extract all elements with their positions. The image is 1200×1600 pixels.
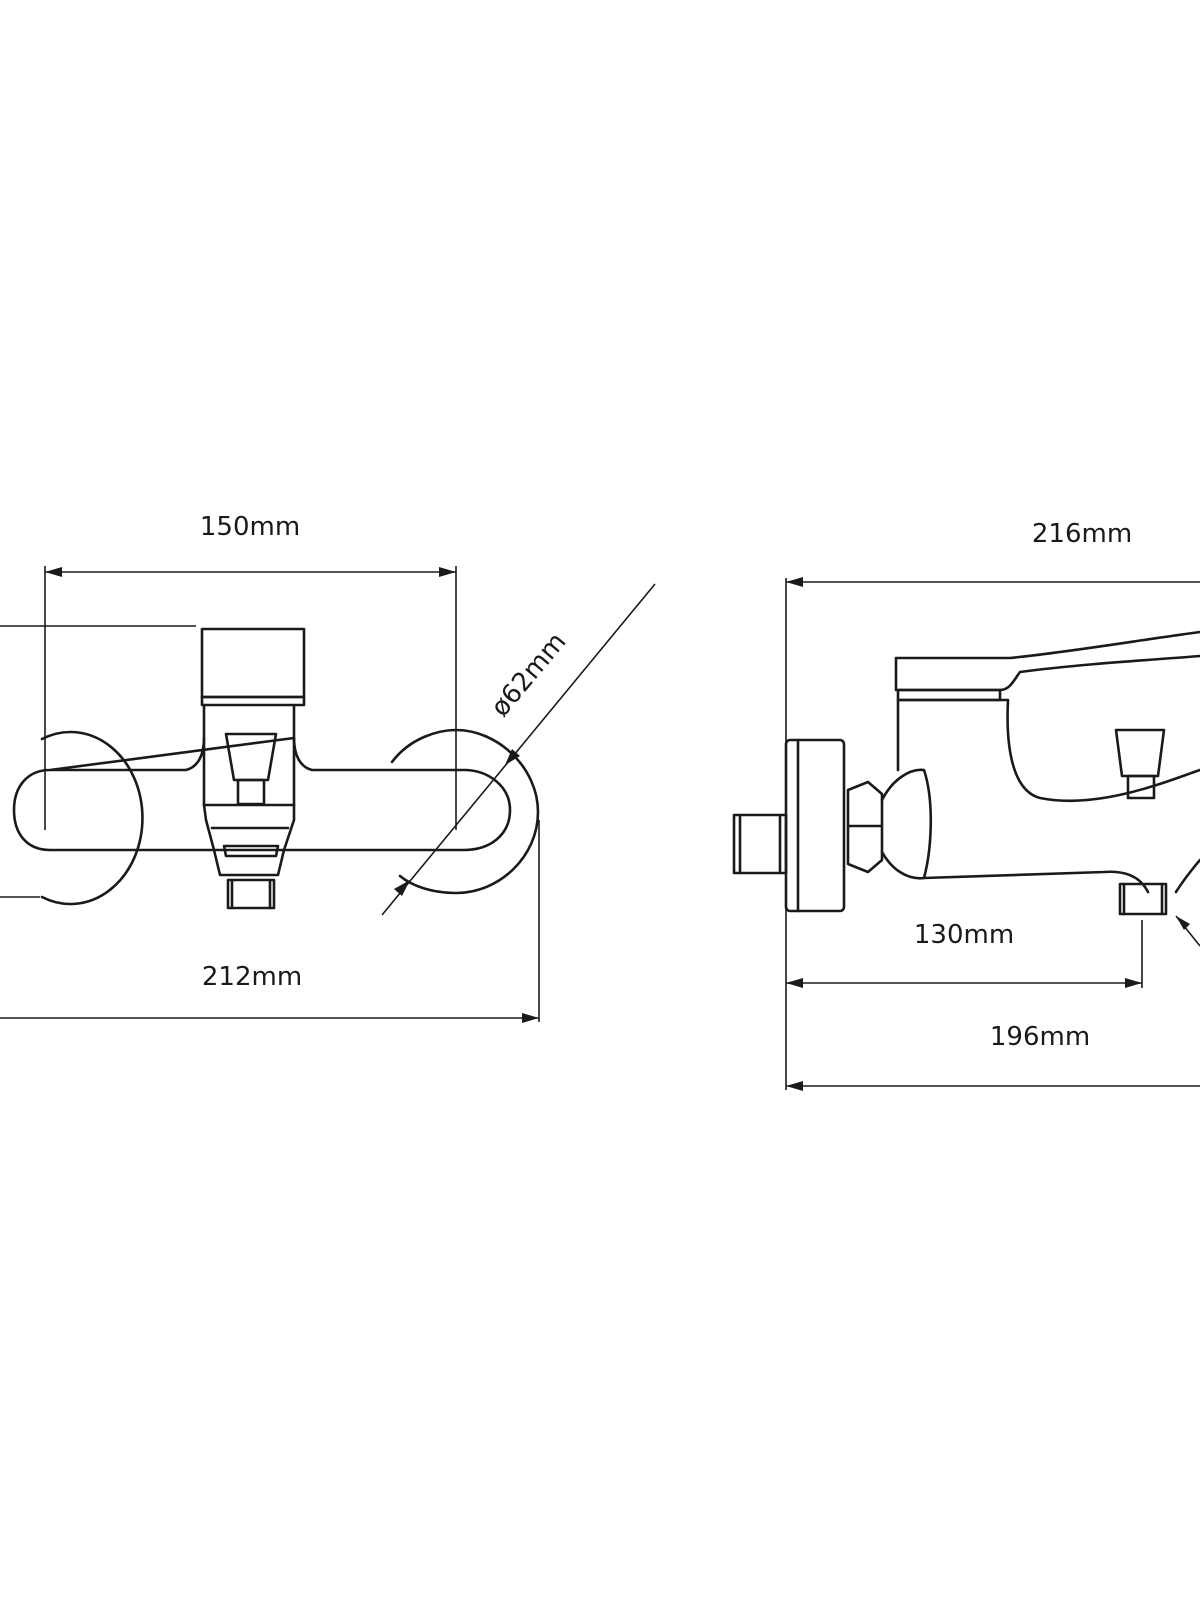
cartridge-cap [200,627,306,699]
diverter-stem [236,778,266,806]
hex-nut [846,780,884,874]
dim-62-label: ø62mm [485,627,572,723]
side-diverter-knob [1114,728,1166,778]
spout-inner [210,826,290,858]
diverter-knob [224,732,278,782]
dim-150-arrow-right [439,567,456,577]
left-flange [40,730,144,906]
dim-62-line [381,583,656,916]
right-flange [390,728,540,895]
outlet-leader-arrow [1176,916,1190,930]
dim-216-arrow-left [786,577,803,587]
dim-196-label: 196mm [990,1022,1090,1052]
mixer-body [12,736,512,852]
dim-130-arrow-left [786,978,803,988]
spout [202,803,296,877]
front-view: 150mm 212mm ø62mm [0,512,656,1023]
dim-212-label: 212mm [202,962,302,992]
dim-212-arrow-right [522,1013,539,1023]
dim-196-arrow-left [786,1081,803,1091]
dim-62-arrow-lower [394,880,410,896]
dim-150-arrow-left [45,567,62,577]
side-view: 216mm 130mm 196mm [732,519,1200,1091]
side-lever [894,630,1200,692]
side-lever-base [896,688,1002,702]
side-outlet-thread [1118,882,1168,916]
side-flange [784,738,846,913]
dim-62-arrow-upper [505,749,520,765]
dim-130-arrow-right [1125,978,1142,988]
side-diverter-stem [1126,774,1156,800]
dim-130-label: 130mm [914,920,1014,950]
dim-150-label: 150mm [200,512,300,542]
side-body [896,698,1200,894]
eccentric-connector [880,768,933,880]
inlet-connector [732,813,788,875]
thread-lines [230,878,272,910]
dim-216-label: 216mm [1032,519,1132,549]
outlet-thread [226,878,276,910]
valve-housing [202,703,296,807]
cartridge-base [200,695,306,707]
